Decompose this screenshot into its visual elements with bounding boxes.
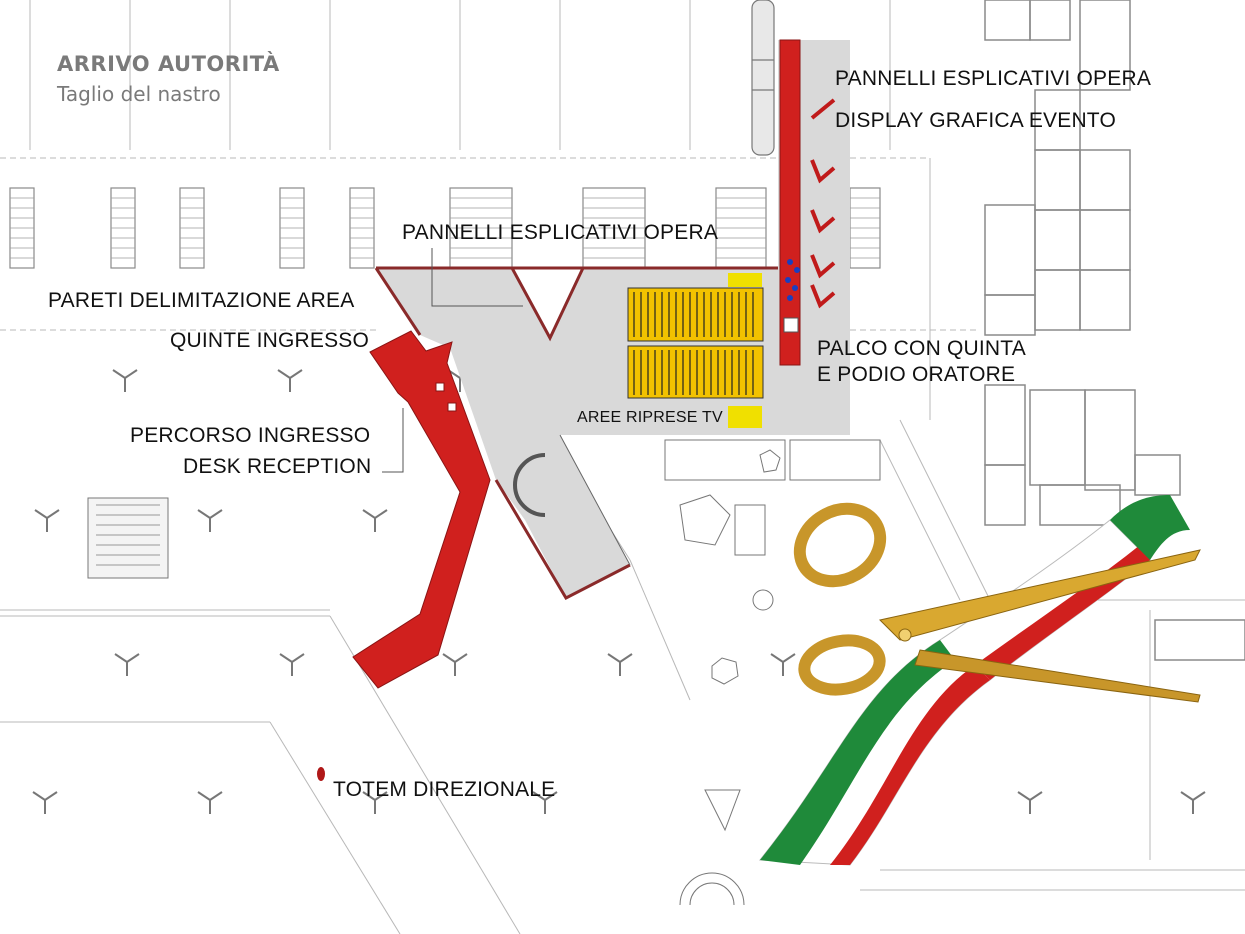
area-boundary-wall-left — [374, 267, 422, 336]
leader-line-pannelli — [431, 248, 523, 307]
tv-area-top — [728, 273, 762, 287]
seating-blocks — [627, 273, 764, 428]
label-desk: DESK RECEPTION — [183, 455, 372, 478]
train-icon — [751, 0, 775, 156]
event-area — [374, 40, 850, 600]
tv-area-bottom — [728, 406, 762, 428]
italian-ribbon-icon — [759, 495, 1190, 866]
explanatory-panel-triangle — [509, 266, 586, 342]
plan-center-lines — [664, 439, 881, 906]
label-palco-2: E PODIO ORATORE — [817, 363, 1016, 386]
label-pareti: PARETI DELIMITAZIONE AREA — [48, 289, 355, 312]
totem-marker — [317, 767, 325, 781]
seating-block-top — [627, 287, 764, 342]
plan-parking-stripes — [10, 197, 880, 259]
escalator-icon — [513, 453, 546, 517]
label-quinte: QUINTE INGRESSO — [170, 329, 370, 352]
label-totem: TOTEM DIREZIONALE — [333, 778, 556, 801]
label-palco-1: PALCO CON QUINTA — [817, 337, 1026, 360]
page-title: ARRIVO AUTORITÀ — [57, 52, 280, 76]
seating-block-bottom — [627, 345, 764, 399]
label-aree-riprese: AREE RIPRESE TV — [577, 409, 723, 426]
stage-bar — [779, 39, 801, 366]
label-percorso: PERCORSO INGRESSO — [130, 424, 371, 447]
podium-figures — [785, 259, 800, 301]
event-area-floor — [376, 40, 850, 598]
podium — [783, 317, 799, 333]
label-display-grafica: DISPLAY GRAFICA EVENTO — [835, 109, 1116, 132]
page-subtitle: Taglio del nastro — [57, 82, 221, 106]
entrance-path — [352, 330, 491, 689]
label-pannelli-top: PANNELLI ESPLICATIVI OPERA — [835, 67, 1152, 90]
scissors-icon — [793, 502, 1201, 703]
area-boundary-wall-bottom — [494, 479, 631, 600]
plan-rooms-right — [984, 0, 1245, 661]
red-elements — [352, 39, 801, 689]
display-markers — [810, 98, 836, 309]
leader-line-desk — [382, 408, 404, 473]
stairs-block — [87, 497, 169, 579]
label-pannelli-mid: PANNELLI ESPLICATIVI OPERA — [402, 221, 719, 244]
